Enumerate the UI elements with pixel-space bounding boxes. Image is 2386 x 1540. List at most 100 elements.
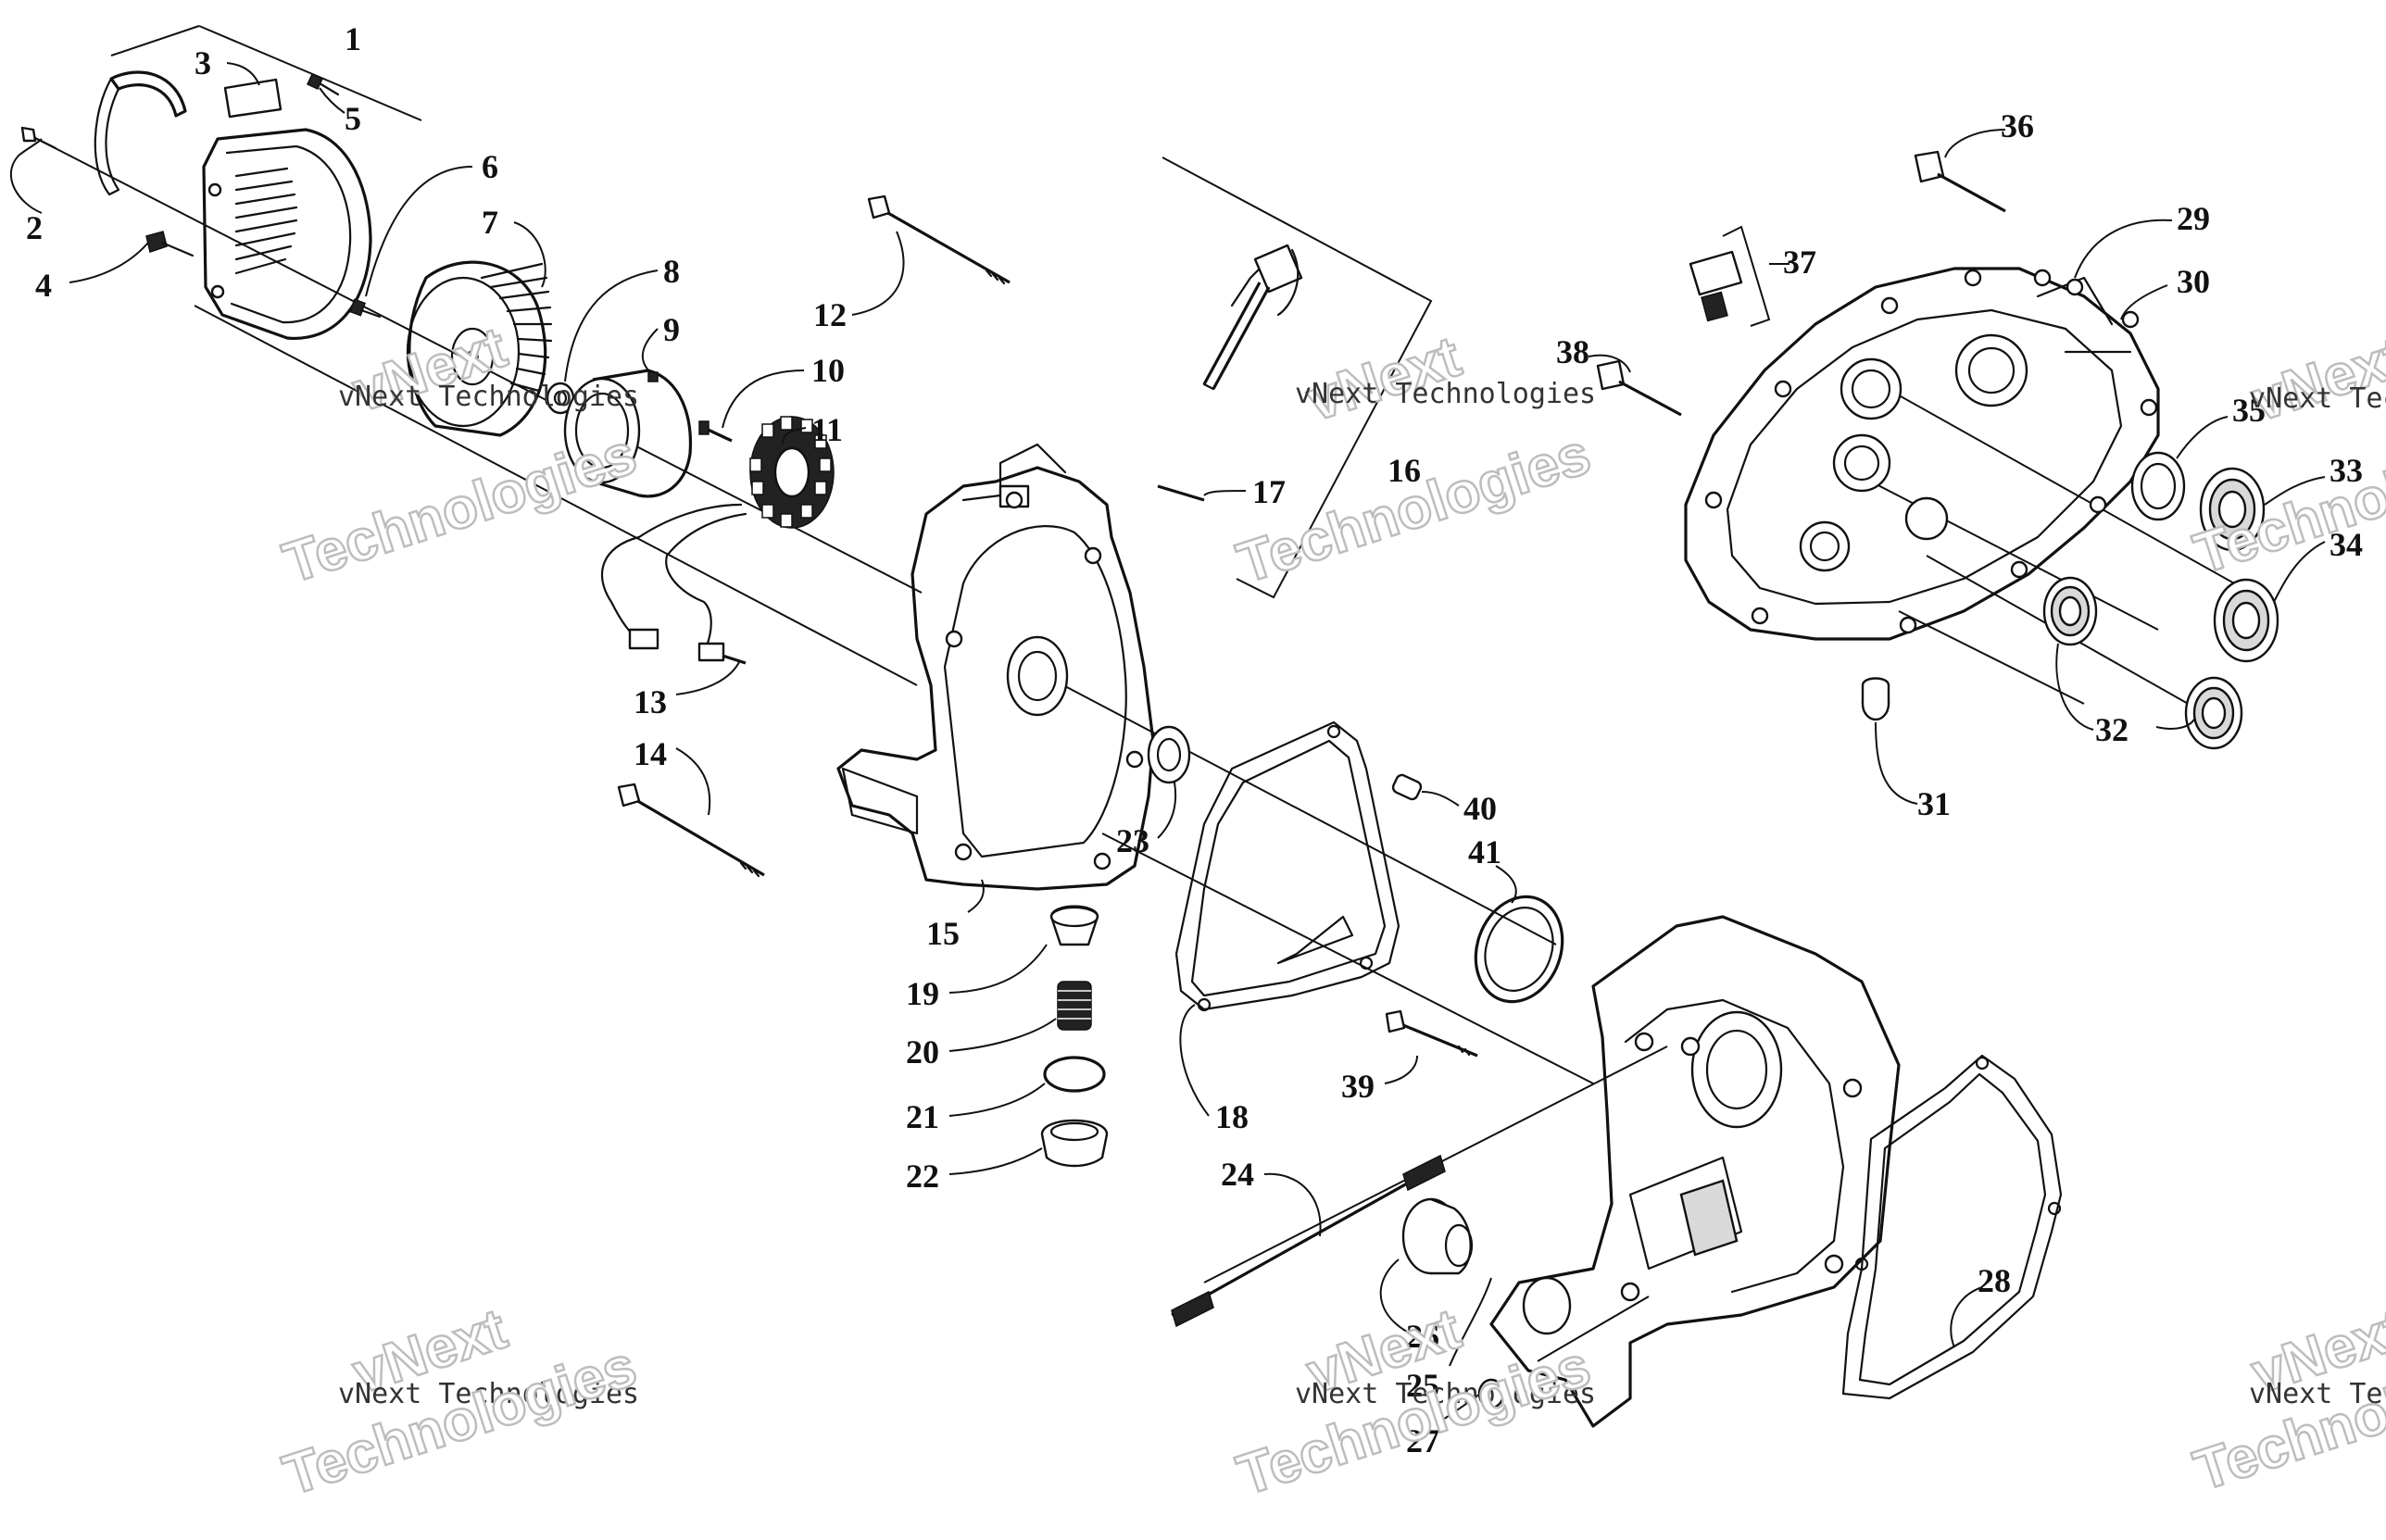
callout-13: 13 <box>634 683 667 720</box>
part-9-rotor-ring <box>563 369 693 498</box>
callout-18: 18 <box>1215 1098 1249 1135</box>
callout-numbers: 1 2 3 4 5 6 7 8 9 10 11 12 13 14 15 16 1… <box>26 20 2363 1459</box>
callout-5: 5 <box>345 100 361 137</box>
watermark-line: vNext Technologies <box>2249 382 2386 415</box>
part-15-crankcase-cover <box>836 443 1155 891</box>
callout-23: 23 <box>1116 822 1149 859</box>
part-7-flywheel <box>406 260 553 437</box>
part-31-dowel <box>1861 677 1890 721</box>
callout-12: 12 <box>813 296 847 333</box>
callout-31: 31 <box>1917 785 1951 822</box>
callout-11: 11 <box>811 411 843 448</box>
part-21-o-ring <box>1043 1056 1106 1093</box>
part-19-plug <box>1049 905 1099 946</box>
part-41-seal-ring <box>1474 895 1564 1004</box>
callout-34: 34 <box>2329 526 2363 563</box>
callout-7: 7 <box>482 204 498 241</box>
callout-2: 2 <box>26 209 43 246</box>
part-12-long-bolt <box>867 194 1011 285</box>
part-37-plug <box>1689 250 1743 322</box>
callout-24: 24 <box>1221 1156 1254 1193</box>
lower-case-bolt-bosses <box>1620 1032 1863 1302</box>
assembly-axes <box>36 138 2252 1362</box>
watermark-brand: vNext <box>2244 325 2386 434</box>
part-38-bolt <box>1596 359 1682 417</box>
callout-22: 22 <box>906 1158 939 1195</box>
callout-16: 16 <box>1388 452 1421 489</box>
part-24-stud <box>1171 1154 1446 1328</box>
callout-10: 10 <box>811 352 845 389</box>
callout-27: 27 <box>1406 1422 1439 1459</box>
part-22-cap <box>1040 1119 1109 1168</box>
part-10-screws <box>698 420 733 443</box>
callout-14: 14 <box>634 735 667 772</box>
part-34-bearing <box>2213 578 2279 663</box>
part-32-bearing-b <box>2184 676 2243 750</box>
callout-15: 15 <box>926 915 960 952</box>
callout-1: 1 <box>345 20 361 57</box>
case-bolt-bosses <box>945 491 1144 870</box>
callout-25: 25 <box>1406 1367 1439 1404</box>
watermark-bottom-right: vNext vNext Technologies Technologies <box>2186 1296 2386 1504</box>
part-1-fan-cover-assembly <box>94 70 372 340</box>
callout-4: 4 <box>35 267 52 304</box>
watermark-line: vNext Technologies <box>338 381 639 413</box>
callout-9: 9 <box>663 311 680 348</box>
part-11-stator <box>749 416 835 529</box>
callout-8: 8 <box>663 253 680 290</box>
watermark-top-left: vNext vNext Technologies Technologies <box>275 314 646 596</box>
watermark-line: vNext Technologies <box>1295 378 1596 410</box>
bracket-16-17 <box>1162 157 1433 599</box>
callout-33: 33 <box>2329 452 2363 489</box>
callout-37: 37 <box>1783 244 1816 281</box>
callout-3: 3 <box>195 44 211 81</box>
callout-26: 26 <box>1406 1318 1439 1355</box>
watermark-line: vNext Technologies <box>2249 1378 2386 1410</box>
part-14-long-bolt <box>617 783 765 878</box>
callout-32: 32 <box>2095 711 2129 748</box>
part-crankcase-half-lower <box>1489 915 1901 1428</box>
part-36-bolt <box>1914 150 2006 213</box>
watermark-line: vNext Technologies <box>1295 1378 1596 1410</box>
bracket-37 <box>1722 225 1771 327</box>
callout-17: 17 <box>1252 473 1286 510</box>
callout-36: 36 <box>2001 107 2034 144</box>
callout-28: 28 <box>1978 1262 2011 1299</box>
part-40-dowel <box>1391 773 1423 801</box>
part-16-dipstick <box>1202 244 1303 391</box>
part-6-bolt <box>349 298 382 319</box>
callout-29: 29 <box>2177 200 2210 237</box>
callout-40: 40 <box>1463 790 1497 827</box>
part-18-gasket <box>1174 720 1400 1012</box>
callout-38: 38 <box>1556 333 1589 370</box>
callout-41: 41 <box>1468 833 1501 870</box>
part-3-label <box>223 78 283 119</box>
callout-21: 21 <box>906 1098 939 1135</box>
part-26-roller <box>1401 1197 1474 1275</box>
leader-lines <box>9 25 2326 1422</box>
part-39-bolt <box>1385 1009 1478 1058</box>
callout-39: 39 <box>1341 1068 1375 1105</box>
callout-30: 30 <box>2177 263 2210 300</box>
part-28-gasket <box>1841 1054 2063 1400</box>
part-33-bearing <box>2199 467 2266 552</box>
part-35-seal <box>2130 451 2186 521</box>
part-13-wire-harness <box>600 503 747 665</box>
watermarks: vNext vNext Technologies Technologies vN… <box>275 314 2386 1509</box>
part-17-pin <box>1157 484 1205 502</box>
part-23-seal <box>1147 725 1191 784</box>
watermark-big: Technologies <box>276 422 644 596</box>
callout-6: 6 <box>482 148 498 185</box>
callout-35: 35 <box>2232 392 2266 429</box>
part-2-screw <box>20 126 57 150</box>
part-20-spring <box>1057 981 1092 1031</box>
part-32-bearing-a <box>2042 576 2098 646</box>
callout-19: 19 <box>906 975 939 1012</box>
callout-20: 20 <box>906 1033 939 1070</box>
part-29-30-crankcase-half-upper <box>1684 267 2160 641</box>
part-4-bolt <box>145 231 195 257</box>
watermark-line: vNext Technologies <box>338 1378 639 1410</box>
watermark-bottom-left: vNext vNext Technologies Technologies <box>275 1296 646 1509</box>
